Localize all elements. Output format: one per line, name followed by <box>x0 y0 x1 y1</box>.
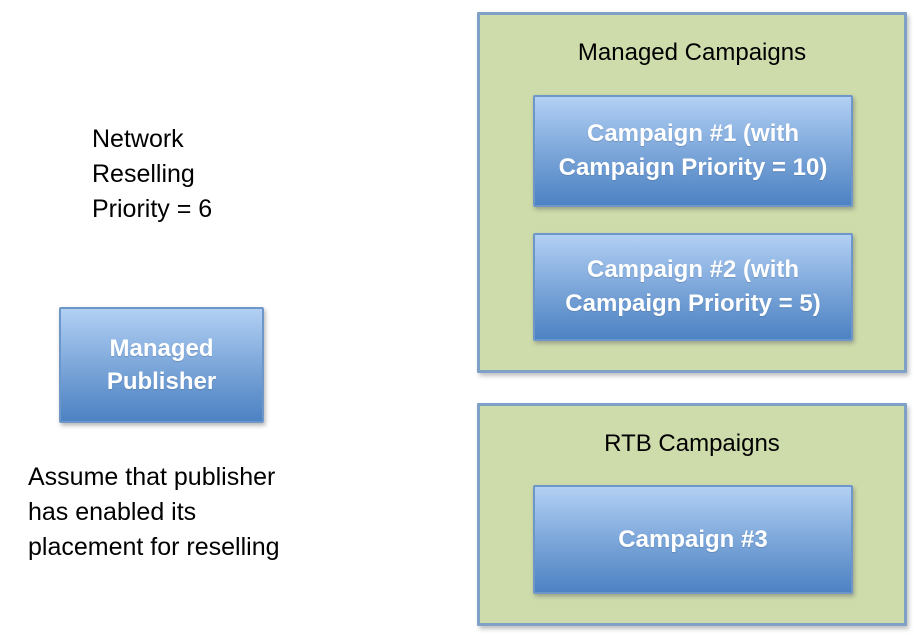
campaign-2-box: Campaign #2 (with Campaign Priority = 5) <box>533 233 853 341</box>
managed-publisher-label-line: Managed <box>109 335 214 362</box>
campaign-3-label-line: Campaign #3 <box>618 525 768 553</box>
campaign-1-label-line: Campaign #1 (with <box>586 120 800 147</box>
managed-campaigns-panel: Managed Campaigns Campaign #1 (with Camp… <box>477 12 907 373</box>
note-line: placement for reselling <box>28 533 280 561</box>
network-reselling-priority-note: Network Reselling Priority = 6 <box>92 122 212 227</box>
managed-publisher-label-line: Publisher <box>106 368 217 395</box>
campaign-2-label-line: Campaign Priority = 5) <box>565 290 821 317</box>
campaign-1-label-line: Campaign Priority = 10) <box>558 154 828 181</box>
campaign-1-box: Campaign #1 (with Campaign Priority = 10… <box>533 95 853 207</box>
note-line: has enabled its <box>28 498 197 526</box>
campaign-3-box: Campaign #3 <box>533 485 853 594</box>
managed-publisher-box: Managed Publisher <box>59 307 264 423</box>
note-line: Assume that publisher <box>28 463 276 491</box>
campaign-2-label-line: Campaign #2 (with <box>586 256 800 283</box>
rtb-campaigns-panel: RTB Campaigns Campaign #3 <box>477 403 907 626</box>
note-line: Reselling <box>92 160 195 188</box>
rtb-campaigns-panel-title: RTB Campaigns <box>604 430 780 457</box>
managed-campaigns-panel-title: Managed Campaigns <box>577 39 807 66</box>
publisher-assumption-note: Assume that publisher has enabled its pl… <box>28 460 280 565</box>
note-line: Network <box>92 125 184 153</box>
note-line: Priority = 6 <box>92 195 213 223</box>
